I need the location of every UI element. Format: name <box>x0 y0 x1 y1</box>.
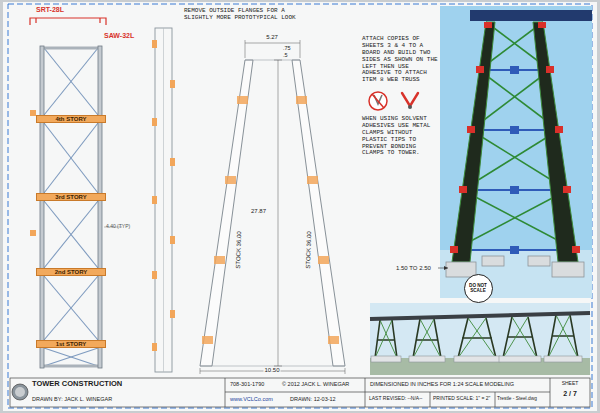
dimension: 10.50 <box>263 367 280 374</box>
title-cell: DRAWN BY: JACK L. WINEGAR <box>32 396 112 402</box>
tower-illustration <box>438 6 592 298</box>
dimension: 5.27 <box>266 34 278 41</box>
title-cell: SHEET <box>562 381 579 387</box>
story-band: 4th STORY <box>36 115 106 123</box>
dimension: 27.87 <box>250 208 267 215</box>
dimension: .5 <box>283 52 288 58</box>
title-block <box>10 378 590 407</box>
tower-elevation <box>30 46 122 368</box>
node-text: DO NOT SCALE <box>467 283 489 293</box>
part-name: SAW-32L <box>104 32 134 40</box>
title-cell: 2 / 7 <box>563 390 577 398</box>
story-band: 3rd STORY <box>36 193 106 201</box>
dimension: 4.40 (TYP) <box>106 224 130 230</box>
dimension-lines <box>200 40 345 374</box>
story-band: 1st STORY <box>36 340 106 348</box>
part-name: SRT-28L <box>36 6 64 14</box>
note-text: WHEN USING SOLVENT ADHESIVES USE METAL C… <box>362 116 439 157</box>
flange-strip <box>152 28 175 372</box>
dimension: STOCK 36.00 <box>305 231 313 268</box>
title-cell: DIMENSIONED IN INCHES FOR 1:24 SCALE MOD… <box>370 381 514 387</box>
paper <box>3 2 597 411</box>
note-text: REMOVE OUTSIDE FLANGES FOR A SLIGHTLY MO… <box>184 8 306 22</box>
story-band: 2nd STORY <box>36 268 106 276</box>
tapered-legs <box>200 60 345 366</box>
title-cell: LAST REVISED: --N/A-- <box>369 396 423 402</box>
dimension: .75 <box>283 45 291 51</box>
title-cell: www.VCLCo.com <box>230 396 273 402</box>
sheet-border <box>8 4 592 408</box>
warning-circle: DO NOT SCALE <box>464 274 493 303</box>
node-text: 3rd STORY <box>55 194 86 200</box>
drawing-title: TOWER CONSTRUCTION <box>32 380 122 389</box>
dimension: STOCK 36.00 <box>235 231 243 268</box>
channel-section <box>30 18 106 25</box>
node-text: 1st STORY <box>56 341 87 347</box>
node-text: 2nd STORY <box>55 269 88 275</box>
title-cell: 708-301-1790 <box>230 381 264 387</box>
note-text: ATTACH COPIES OF SHEETS 3 & 4 TO A BOARD… <box>362 36 439 84</box>
title-cell: PRINTED SCALE: 1" = 2" <box>433 396 490 402</box>
clamp-icons <box>369 92 418 110</box>
title-cell: DRAWN: 12-03-12 <box>290 396 336 402</box>
dimension: 1.50 TO 2.50 <box>396 265 431 272</box>
node-text: 4th STORY <box>55 116 86 122</box>
trestle-illustration <box>370 303 590 375</box>
title-cell: Trestle - Steel.dwg <box>497 396 537 402</box>
title-cell: © 2012 JACK L. WINEGAR <box>282 381 349 387</box>
